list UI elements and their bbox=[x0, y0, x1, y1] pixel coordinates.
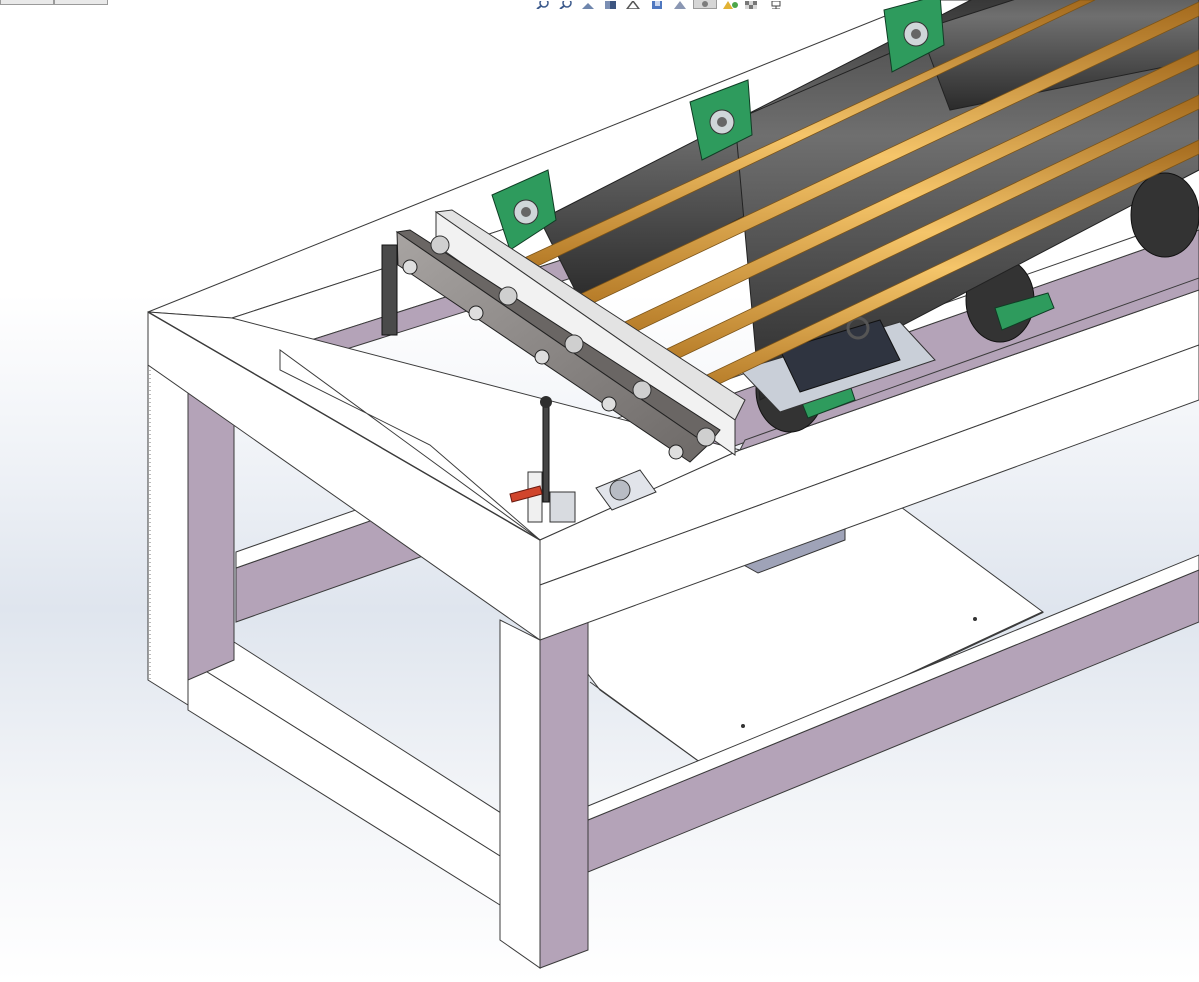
display-style-icon[interactable] bbox=[670, 1, 690, 9]
dynamic-annotation-icon[interactable] bbox=[624, 1, 644, 9]
section-view-icon[interactable] bbox=[601, 1, 621, 9]
previous-view-icon[interactable] bbox=[578, 1, 598, 9]
roller-row-2 bbox=[734, 0, 1199, 401]
heads-up-view-toolbar bbox=[532, 0, 786, 9]
document-tab[interactable] bbox=[0, 0, 54, 5]
zoom-to-fit-icon[interactable] bbox=[532, 1, 552, 9]
edit-appearance-icon[interactable] bbox=[720, 1, 740, 9]
bearing-block-2 bbox=[689, 79, 753, 161]
document-tab[interactable] bbox=[54, 0, 108, 5]
apply-scene-icon[interactable] bbox=[743, 1, 763, 9]
zoom-to-area-icon[interactable] bbox=[555, 1, 575, 9]
roller-row-3 bbox=[919, 0, 1199, 111]
conveyor-rods bbox=[519, 0, 1199, 397]
lower-end-rail bbox=[186, 641, 542, 906]
gearbox bbox=[595, 469, 657, 511]
lever-assembly bbox=[509, 396, 576, 523]
drive-motor bbox=[739, 316, 936, 413]
hide-show-items-icon[interactable] bbox=[693, 0, 717, 9]
view-settings-icon[interactable] bbox=[766, 1, 786, 9]
bearing-block-3 bbox=[883, 0, 945, 73]
view-orientation-icon[interactable] bbox=[647, 1, 667, 9]
front-right-leg bbox=[499, 619, 589, 969]
bearing-block-5 bbox=[994, 292, 1055, 331]
front-left-leg bbox=[147, 364, 189, 706]
document-tab-strip bbox=[0, 0, 108, 5]
spring-bolts bbox=[430, 235, 716, 447]
bearing-block-1 bbox=[491, 169, 557, 251]
